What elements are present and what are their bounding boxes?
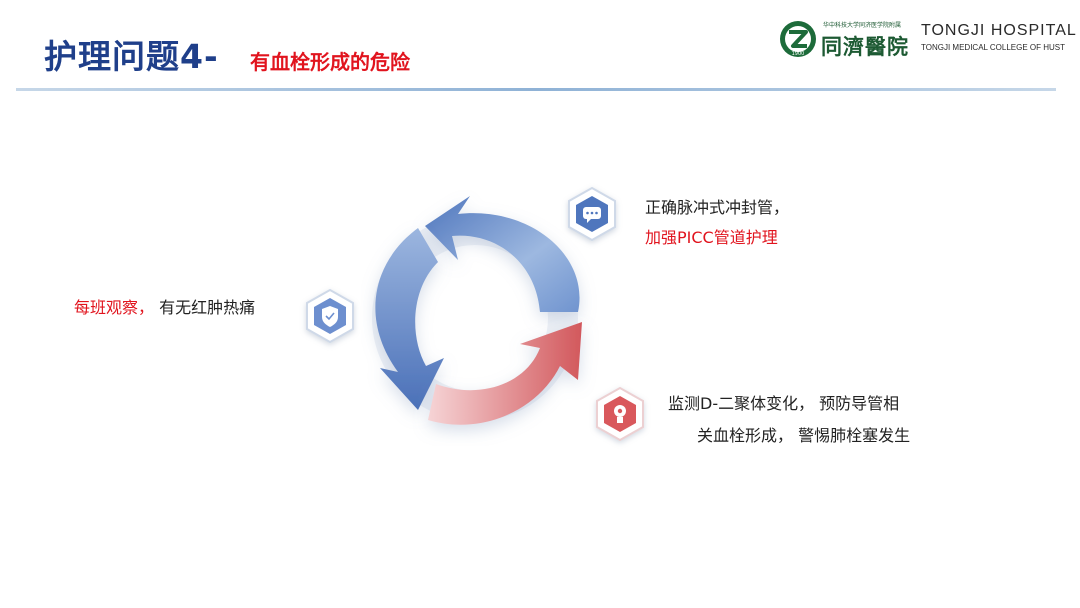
hospital-logo: 1900 华中科技大学同济医学院附属 同濟醫院 TONGJI HOSPITAL … [779, 18, 1076, 62]
item-left-normal-part: 有无红肿热痛 [159, 298, 256, 317]
item-bottom-right-line2: 关血栓形成， 警惕肺栓塞发生 [697, 426, 911, 445]
bulb-gear-icon [596, 386, 644, 442]
logo-english-name: TONGJI HOSPITAL [921, 22, 1077, 39]
logo-english-subtitle: TONGJI MEDICAL COLLEGE OF HUST [921, 43, 1066, 52]
shield-check-icon [306, 288, 354, 344]
cycle-arrow-bottom [428, 322, 582, 425]
header-divider [16, 88, 1056, 91]
item-top-right-line2: 加强PICC管道护理 [645, 228, 778, 247]
cycle-arrow-top [425, 196, 580, 312]
page-subtitle: 有血栓形成的危险 [250, 50, 410, 74]
logo-small-text: 华中科技大学同济医学院附属 [823, 22, 902, 29]
item-left-text: 每班观察， 有无红肿热痛 [74, 297, 255, 319]
hospital-badge-icon: 1900 [780, 21, 816, 57]
logo-year: 1900 [792, 51, 805, 57]
item-top-right-line1: 正确脉冲式冲封管， [645, 198, 790, 217]
logo-chinese-name: 同濟醫院 [821, 34, 909, 59]
item-left-red-part: 每班观察， [74, 298, 155, 317]
item-bottom-right-line1: 监测D-二聚体变化， 预防导管相 [668, 394, 900, 413]
chat-bubble-icon [568, 186, 616, 242]
cycle-arrow-left [375, 228, 444, 410]
page-title: 护理问题4- [44, 37, 219, 76]
